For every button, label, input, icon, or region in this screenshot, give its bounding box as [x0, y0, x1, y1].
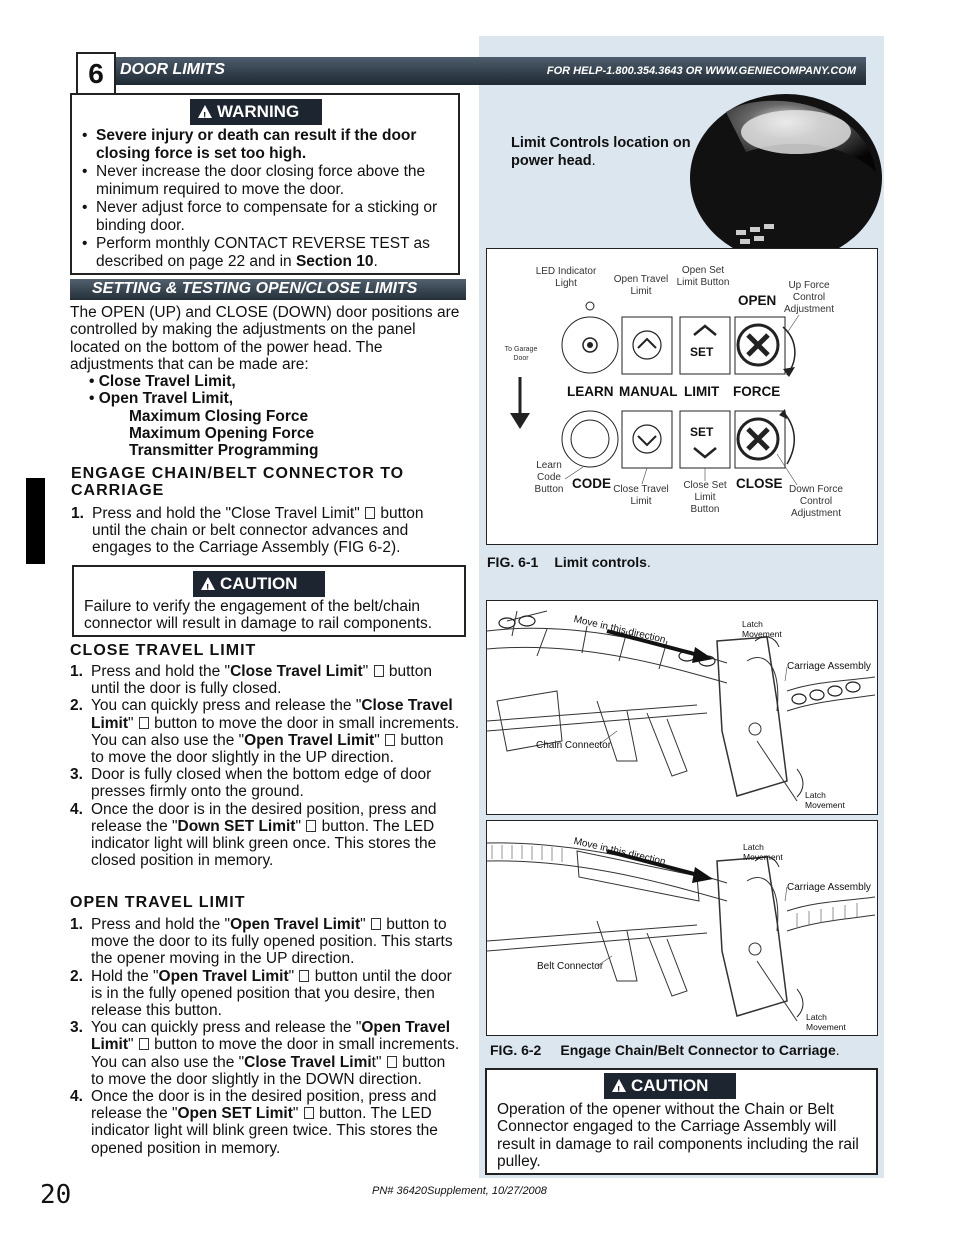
- caution-text: Failure to verify the engagement of the …: [84, 598, 433, 633]
- part-number: PN# 36420Supplement, 10/27/2008: [372, 1185, 547, 1197]
- open-label: OPEN: [738, 293, 777, 308]
- caution-box-2: CAUTION Operation of the opener without …: [485, 1068, 878, 1175]
- fig-6-2-belt-frame: [486, 820, 878, 1036]
- warning-triangle-icon: [198, 105, 212, 128]
- limit-button-icon: [373, 665, 384, 677]
- warning-label: WARNING: [217, 102, 300, 121]
- set-label-lower: SET: [690, 425, 714, 439]
- open-set-limit-label: Open Set Limit Button: [676, 265, 730, 288]
- carriage-assembly-label-1: Carriage Assembly: [787, 661, 871, 672]
- limit-button-icon: [138, 716, 149, 729]
- fig-6-1-frame: [486, 248, 878, 545]
- led-indicator-label: LED Indicator Light: [535, 266, 597, 289]
- open-travel-limit-label: Open Travel Limit: [613, 274, 669, 297]
- open-limit-heading: OPEN TRAVEL LIMIT: [70, 894, 246, 911]
- manual-label: MANUAL: [619, 384, 678, 399]
- setting-intro: The OPEN (UP) and CLOSE (DOWN) door posi…: [70, 304, 460, 373]
- limit-controls-panel: [510, 301, 800, 486]
- step-item: 3.You can quickly press and release the …: [70, 1019, 460, 1088]
- caution-triangle-icon: [201, 577, 215, 600]
- limit-label: LIMIT: [684, 384, 720, 399]
- close-travel-limit-label: Close Travel Limit: [613, 484, 669, 507]
- fig-6-2-chain-frame: [486, 600, 878, 815]
- learn-code-label: Learn Code Button: [534, 460, 564, 495]
- limit-button-icon: [370, 918, 381, 930]
- warning-box: WARNING Severe injury or death can resul…: [70, 93, 460, 275]
- set-button-icon: [306, 819, 317, 832]
- caution-box-1: CAUTION Failure to verify the engagement…: [72, 565, 466, 637]
- section-side-tab: [26, 478, 45, 564]
- close-label: CLOSE: [736, 476, 783, 491]
- section-header-bar: DOOR LIMITS FOR HELP-1.800.354.3643 OR W…: [114, 57, 866, 85]
- latch-movement-label-4: Latch Movement: [806, 1012, 846, 1032]
- warning-item: Never increase the door closing force ab…: [74, 163, 450, 198]
- step-item: 1.Press and hold the "Open Travel Limit"…: [70, 916, 453, 968]
- set-label-upper: SET: [690, 345, 714, 359]
- section-number: 6: [76, 52, 116, 96]
- power-head-location-label: Limit Controls location on power head.: [511, 135, 691, 169]
- engage-steps: 1.Press and hold the "Close Travel Limit…: [71, 505, 453, 557]
- step-item: 3.Door is fully closed when the bottom e…: [70, 766, 432, 801]
- close-limit-steps: 1.Press and hold the "Close Travel Limit…: [70, 663, 460, 869]
- step-item: 2.Hold the "Open Travel Limit" button un…: [70, 967, 452, 1020]
- caution-triangle-icon: [612, 1079, 626, 1102]
- section-title: DOOR LIMITS: [120, 61, 225, 78]
- latch-movement-label-2: Latch Movement: [805, 790, 845, 810]
- limit-button-icon: [365, 507, 376, 519]
- belt-connector-illustration: [487, 842, 875, 1022]
- belt-connector-label: Belt Connector: [537, 961, 604, 972]
- power-head-photo: [690, 94, 882, 262]
- step-item: 4.Once the door is in the desired positi…: [70, 1088, 438, 1157]
- close-limit-heading: CLOSE TRAVEL LIMIT: [70, 642, 257, 659]
- carriage-assembly-label-2: Carriage Assembly: [787, 882, 871, 893]
- set-button-icon: [303, 1107, 314, 1120]
- latch-movement-label-3: Latch Movement: [743, 842, 783, 862]
- down-force-label: Down Force Control Adjustment: [789, 484, 843, 519]
- force-label: FORCE: [733, 384, 781, 399]
- warning-item: Severe injury or death can result if the…: [74, 127, 450, 162]
- setting-subhead: SETTING & TESTING OPEN/CLOSE LIMITS: [70, 279, 466, 300]
- to-garage-door-label: To Garage Door: [504, 346, 538, 362]
- open-limit-steps: 1.Press and hold the "Open Travel Limit"…: [70, 916, 460, 1157]
- warning-badge: WARNING: [190, 99, 322, 128]
- up-force-label: Up Force Control Adjustment: [783, 280, 835, 315]
- step-item: 1.Press and hold the "Close Travel Limit…: [70, 663, 432, 698]
- caution-badge: CAUTION: [604, 1073, 736, 1102]
- caution-text: Operation of the opener without the Chai…: [497, 1101, 859, 1170]
- help-line: FOR HELP-1.800.354.3643 OR WWW.GENIECOMP…: [546, 65, 856, 77]
- step-item: 2.You can quickly press and release the …: [70, 697, 460, 767]
- chain-connector-illustration: [487, 610, 875, 802]
- warning-list: Severe injury or death can result if the…: [74, 127, 450, 271]
- engage-heading: ENGAGE CHAIN/BELT CONNECTOR TO CARRIAGE: [71, 465, 405, 499]
- caution-badge: CAUTION: [193, 571, 325, 600]
- limit-button-icon: [385, 733, 396, 746]
- chain-connector-label: Chain Connector: [536, 740, 612, 751]
- limit-button-icon: [299, 969, 310, 982]
- code-label: CODE: [572, 476, 612, 491]
- warning-item: Never adjust force to compensate for a s…: [74, 199, 450, 234]
- learn-label: LEARN: [567, 384, 614, 399]
- limit-button-icon: [386, 1055, 397, 1068]
- adjustments-list: • Close Travel Limit, • Open Travel Limi…: [89, 373, 319, 460]
- warning-item: Perform monthly CONTACT REVERSE TEST as …: [74, 235, 450, 270]
- page-number: 20: [40, 1180, 72, 1210]
- limit-button-icon: [138, 1038, 149, 1051]
- latch-movement-label-1: Latch Movement: [742, 619, 782, 639]
- step-item: 1.Press and hold the "Close Travel Limit…: [71, 505, 424, 557]
- step-item: 4.Once the door is in the desired positi…: [70, 800, 437, 870]
- close-set-limit-label: Close Set Limit Button: [683, 480, 727, 515]
